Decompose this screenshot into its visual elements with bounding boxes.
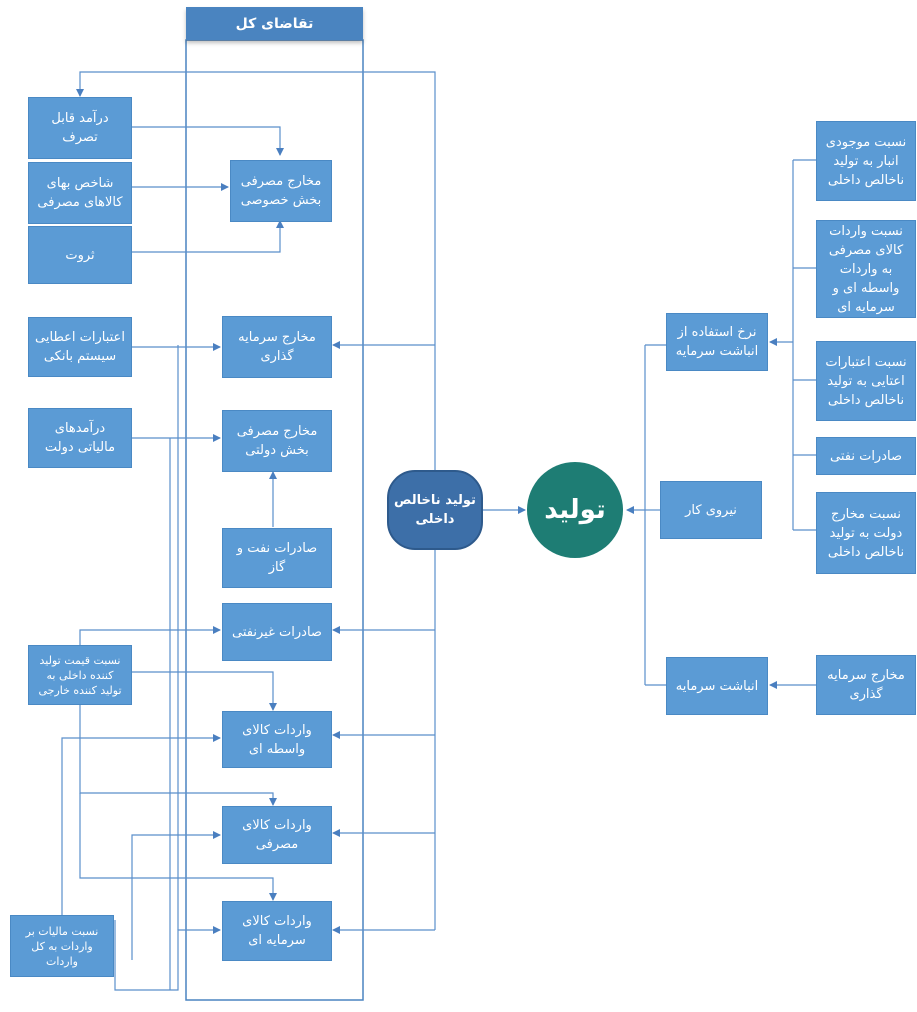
capital-stock-box: انباشت سرمایه [666, 657, 768, 715]
price-ratio-box: نسبت قیمت تولید کننده داخلی به تولید کنن… [28, 645, 132, 705]
production-node: تولید [527, 462, 623, 558]
gov-spending-ratio-box: نسبت مخارج دولت به تولید ناخالص داخلی [816, 492, 916, 574]
private-consumption-box: مخارج مصرفی بخش خصوصی [230, 160, 332, 222]
gov-consumption-box: مخارج مصرفی بخش دولتی [222, 410, 332, 472]
oil-exports-box: صادرات نفتی [816, 437, 916, 475]
wealth-box: ثروت [28, 226, 132, 284]
oil-gas-exports-box: صادرات نفت و گاز [222, 528, 332, 588]
investment-box: مخارج سرمایه گذاری [222, 316, 332, 378]
capital-imports-box: واردات کالای سرمایه ای [222, 901, 332, 961]
import-tax-ratio-box: نسبت مالیات بر واردات به کل واردات [10, 915, 114, 977]
import-ratio-box: نسبت واردات کالای مصرفی به واردات واسطه … [816, 220, 916, 318]
non-oil-exports-box: صادرات غیرنفتی [222, 603, 332, 661]
gov-tax-revenue-box: درآمدهای مالیاتی دولت [28, 408, 132, 468]
cpi-box: شاخص بهای کالاهای مصرفی [28, 162, 132, 224]
inventory-ratio-box: نسبت موجودی انبار به تولید ناخالص داخلی [816, 121, 916, 201]
capital-utilization-box: نرخ استفاده از انباشت سرمایه [666, 313, 768, 371]
investment-spending-box: مخارج سرمایه گذاری [816, 655, 916, 715]
consumer-imports-box: واردات کالای مصرفی [222, 806, 332, 864]
disposable-income-box: درآمد قابل تصرف [28, 97, 132, 159]
credit-ratio-box: نسبت اعتبارات اعتایی به تولید ناخالص داخ… [816, 341, 916, 421]
bank-credit-box: اعتبارات اعطایی سیستم بانکی [28, 317, 132, 377]
gdp-node: تولید ناخالص داخلی [387, 470, 483, 550]
intermediate-imports-box: واردات کالای واسطه ای [222, 711, 332, 768]
labor-box: نیروی کار [660, 481, 762, 539]
aggregate-demand-header: تقاضای کل [186, 7, 363, 40]
